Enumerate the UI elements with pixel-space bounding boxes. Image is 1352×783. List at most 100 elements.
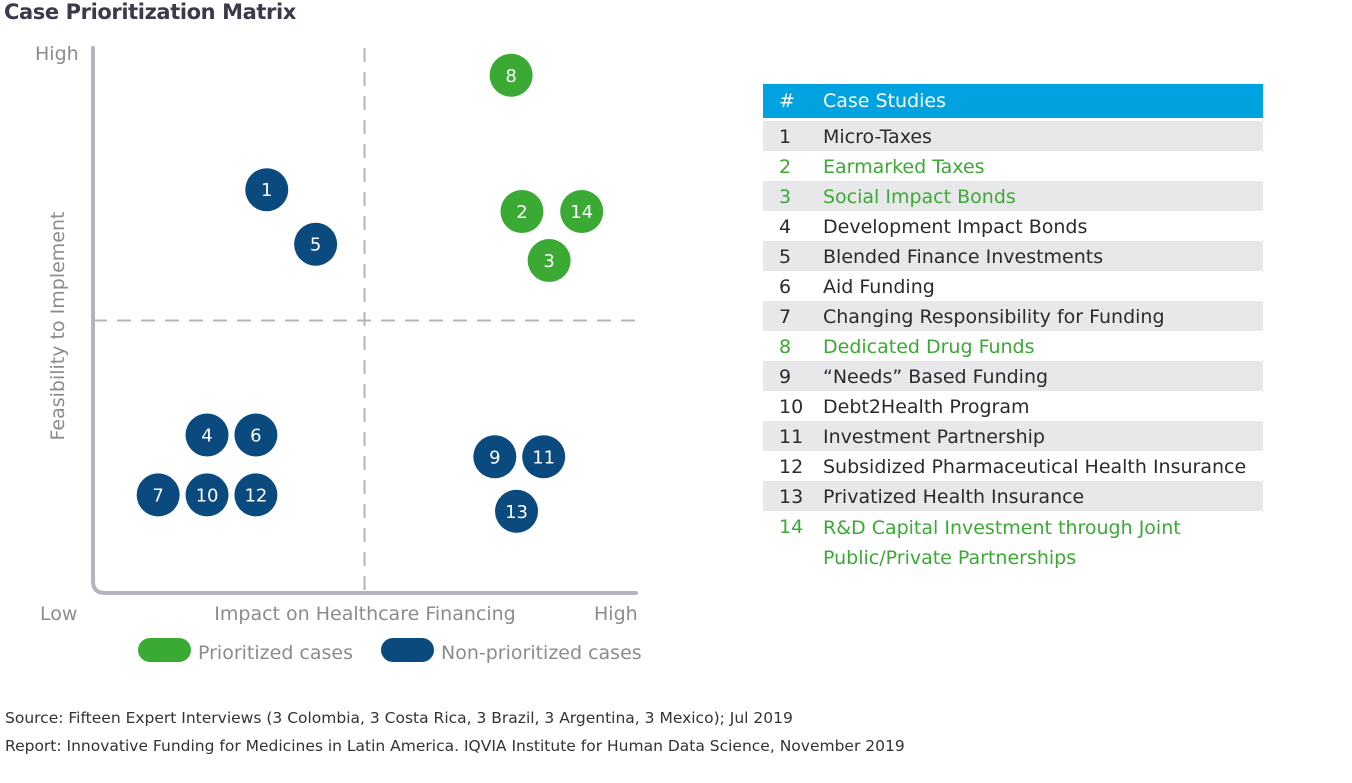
table-body: 1 Micro-Taxes 2 Earmarked Taxes 3 Social Impa… xyxy=(763,121,1263,573)
case-number: 1 xyxy=(779,126,792,148)
case-name-text: Development Impact Bonds xyxy=(823,216,1088,238)
x-axis-low-label: Low xyxy=(40,603,77,625)
case-name: Investment Partnership xyxy=(823,424,1263,451)
case-bubble-label-7: 7 xyxy=(152,485,163,506)
case-bubble-5 xyxy=(294,222,338,266)
case-name-text: Social Impact Bonds xyxy=(823,186,1016,208)
table-row: 6 Aid Funding xyxy=(763,271,1263,301)
legend-swatch-non-prioritized xyxy=(381,638,434,662)
case-number: 4 xyxy=(779,216,792,238)
page-title: Case Prioritization Matrix xyxy=(4,0,296,24)
case-name: Aid Funding xyxy=(823,274,1263,301)
legend-swatch-prioritized xyxy=(138,638,191,662)
case-bubble-label-6: 6 xyxy=(250,425,261,446)
case-bubble-1 xyxy=(245,168,289,212)
table-row: 1 Micro-Taxes xyxy=(763,121,1263,151)
case-name-text: Aid Funding xyxy=(823,276,935,298)
chart-axes xyxy=(91,46,638,595)
case-name-text-line2: Public/Private Partnerships xyxy=(823,547,1077,569)
table-row: 11 Investment Partnership xyxy=(763,421,1263,451)
case-name: Development Impact Bonds xyxy=(823,214,1263,241)
case-name: Blended Finance Investments xyxy=(823,244,1263,271)
case-bubble-label-12: 12 xyxy=(244,485,267,506)
table-row: 9 “Needs” Based Funding xyxy=(763,361,1263,391)
case-name-text: Debt2Health Program xyxy=(823,396,1030,418)
case-number: 6 xyxy=(779,276,792,298)
case-name-text: Dedicated Drug Funds xyxy=(823,336,1035,358)
source-note: Source: Fifteen Expert Interviews (3 Col… xyxy=(5,709,793,727)
case-name-text: Subsidized Pharmaceutical Health Insuran… xyxy=(823,456,1247,478)
case-name-text: Investment Partnership xyxy=(823,426,1045,448)
case-bubble-10 xyxy=(185,473,229,517)
case-number: 2 xyxy=(779,156,792,178)
case-name-text: Blended Finance Investments xyxy=(823,246,1104,268)
case-bubble-12 xyxy=(234,473,278,517)
case-number: 10 xyxy=(779,396,804,418)
case-name-text: Earmarked Taxes xyxy=(823,156,985,178)
case-name: Changing Responsibility for Funding xyxy=(823,304,1263,331)
prioritization-matrix-chart: High Feasibility to Implement Low Impact… xyxy=(35,43,642,664)
y-axis-label: Feasibility to Implement xyxy=(47,212,69,441)
header-number: # xyxy=(779,90,795,112)
case-bubble-label-3: 3 xyxy=(543,251,554,272)
report-note: Report: Innovative Funding for Medicines… xyxy=(5,737,905,755)
x-axis-high-label: High xyxy=(594,603,638,625)
y-axis-high-label: High xyxy=(35,43,79,65)
case-name: Micro-Taxes xyxy=(823,124,1263,151)
case-bubble-label-13: 13 xyxy=(505,502,528,523)
case-bubble-2 xyxy=(500,190,544,233)
table-row: 3 Social Impact Bonds xyxy=(763,181,1263,211)
case-name-text: R&D Capital Investment through Joint xyxy=(823,517,1181,539)
case-bubble-11 xyxy=(522,435,566,479)
case-bubble-label-2: 2 xyxy=(516,202,527,223)
case-name-text: Privatized Health Insurance xyxy=(823,486,1085,508)
case-bubble-label-8: 8 xyxy=(505,66,516,87)
table-row: 13 Privatized Health Insurance xyxy=(763,481,1263,511)
legend-label-non-prioritized: Non-prioritized cases xyxy=(441,642,642,664)
case-name: Social Impact Bonds xyxy=(823,184,1263,211)
case-number: 13 xyxy=(779,486,804,508)
table-row: 4 Development Impact Bonds xyxy=(763,211,1263,241)
case-bubble-label-10: 10 xyxy=(196,485,219,506)
header-case-studies: Case Studies xyxy=(823,90,947,112)
case-bubble-3 xyxy=(527,239,571,283)
table-row: 8 Dedicated Drug Funds xyxy=(763,331,1263,361)
case-name: Earmarked Taxes xyxy=(823,154,1263,181)
case-bubble-label-11: 11 xyxy=(532,447,555,468)
case-bubble-label-4: 4 xyxy=(201,425,212,446)
case-bubble-9 xyxy=(473,435,517,479)
table-row: 2 Earmarked Taxes xyxy=(763,151,1263,181)
table-row: 7 Changing Responsibility for Funding xyxy=(763,301,1263,331)
case-name-text: “Needs” Based Funding xyxy=(823,366,1049,388)
case-name: Privatized Health Insurance xyxy=(823,484,1263,511)
case-name: “Needs” Based Funding xyxy=(823,364,1263,391)
case-name: Dedicated Drug Funds xyxy=(823,334,1263,361)
table-header: # Case Studies xyxy=(763,84,1263,118)
chart-legend: Prioritized cases Non-prioritized cases xyxy=(138,638,642,664)
case-bubble-6 xyxy=(234,413,278,457)
quadrant-dividers xyxy=(93,48,636,593)
case-number: 11 xyxy=(779,426,804,448)
case-name: Subsidized Pharmaceutical Health Insuran… xyxy=(823,454,1263,481)
case-bubble-label-14: 14 xyxy=(570,202,593,223)
case-bubble-label-1: 1 xyxy=(261,180,272,201)
case-bubble-label-5: 5 xyxy=(310,235,321,256)
table-row: 10 Debt2Health Program xyxy=(763,391,1263,421)
case-bubble-14 xyxy=(560,190,604,233)
case-bubble-7 xyxy=(136,473,180,517)
case-studies-table: # Case Studies 1 Micro-Taxes 2 Earmarked Ta… xyxy=(763,84,1263,573)
case-name: Debt2Health Program xyxy=(823,394,1263,421)
case-number: 7 xyxy=(779,306,792,328)
case-name-text: Changing Responsibility for Funding xyxy=(823,306,1165,328)
case-number: 9 xyxy=(779,366,792,388)
case-number: 8 xyxy=(779,336,792,358)
legend-label-prioritized: Prioritized cases xyxy=(198,642,353,664)
case-number: 14 xyxy=(779,516,804,538)
case-bubble-13 xyxy=(495,489,539,533)
case-name-text: Micro-Taxes xyxy=(823,126,932,148)
case-number: 3 xyxy=(779,186,792,208)
